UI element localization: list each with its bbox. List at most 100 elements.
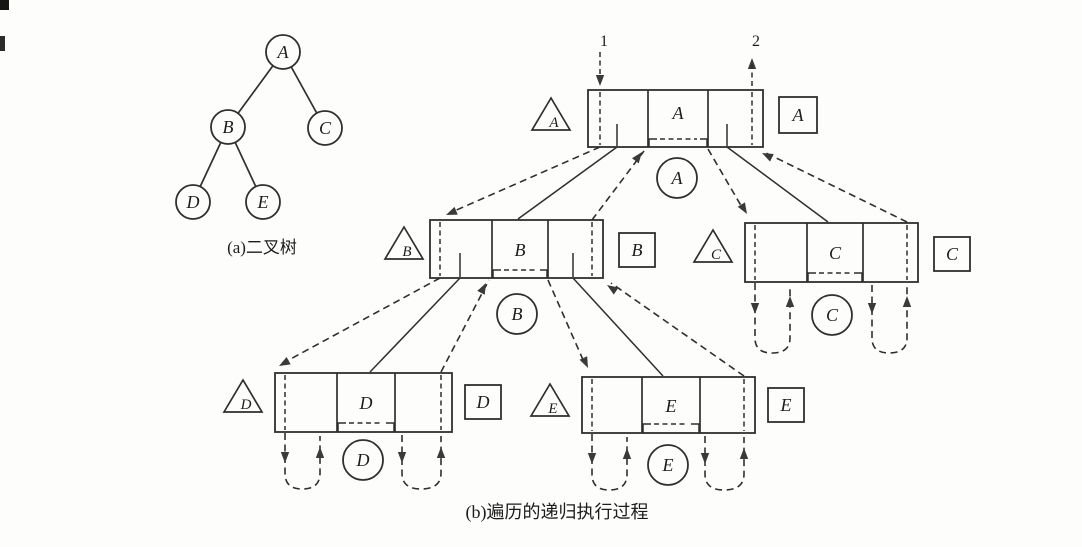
- tree-node-c-label: C: [319, 118, 332, 138]
- null-call-down-arrow-e-right: [700, 453, 710, 464]
- record-e-letter: E: [665, 396, 677, 416]
- circle-marker-c: [811, 294, 853, 336]
- null-return-up-arrow-c-left: [785, 296, 795, 307]
- record-e-left-hook: [642, 423, 651, 433]
- square-marker-a: [778, 96, 818, 134]
- record-a-right-hook: [700, 138, 708, 147]
- null-call-loop-d-left: [284, 433, 321, 490]
- triangle-marker-a: [530, 96, 572, 131]
- triangle-marker-c-label: C: [711, 247, 722, 263]
- null-call-down-arrow-e-left: [587, 453, 597, 464]
- tree-node-e: [245, 184, 281, 220]
- record-e-right-hook: [691, 423, 700, 433]
- null-call-down-arrow-d-right: [397, 452, 407, 463]
- null-call-loop-e-left: [591, 434, 628, 491]
- activation-record-b: B B B B: [383, 219, 656, 335]
- call-arrow-b-to-d: [284, 277, 441, 363]
- pointer-line-b-d: [369, 277, 461, 373]
- square-marker-d-label: D: [476, 392, 490, 412]
- caption-part-a: (a)二叉树: [227, 238, 297, 257]
- null-call-loop-e-right: [704, 436, 745, 491]
- null-call-down-arrow-c-left: [750, 303, 760, 314]
- null-return-up-arrow-d-right: [436, 447, 446, 458]
- circle-marker-d-label: D: [356, 450, 370, 470]
- record-b-box: [429, 219, 604, 279]
- tree-node-e-label: E: [257, 192, 269, 212]
- triangle-marker-b-label: B: [402, 244, 411, 260]
- tree-node-c: [307, 110, 343, 146]
- record-c-letter: C: [829, 243, 842, 263]
- scan-artifact: [0, 36, 5, 51]
- scan-artifact: [0, 0, 9, 10]
- entry-marker-label: 1: [600, 33, 608, 50]
- square-marker-b-label: B: [632, 240, 643, 260]
- exit-marker-label: 2: [752, 33, 760, 50]
- null-call-loop-c-left: [754, 283, 791, 354]
- caption-part-b: (b)遍历的递归执行过程: [466, 502, 649, 523]
- tree-node-b: [210, 109, 246, 145]
- pointer-line-a-c: [726, 146, 829, 223]
- triangle-marker-b: [383, 225, 425, 260]
- null-call-down-arrow-d-left: [280, 452, 290, 463]
- triangle-marker-e: [529, 382, 571, 417]
- circle-marker-e: [647, 444, 689, 486]
- tree-node-b-label: B: [223, 117, 234, 137]
- return-arrow-d-to-b: [440, 279, 490, 373]
- triangle-marker-e-label: E: [547, 401, 557, 417]
- call-arrowhead-a-to-b: [444, 206, 458, 219]
- activation-record-e: E E E E: [529, 376, 805, 491]
- square-marker-a-label: A: [792, 105, 805, 125]
- record-c-left-hook: [807, 272, 816, 282]
- entry-exit-arrows: 1 2: [595, 33, 760, 89]
- square-marker-b: [618, 232, 656, 268]
- record-b-right-hook: [540, 269, 548, 278]
- null-return-up-arrow-e-left: [622, 448, 632, 459]
- null-return-up-arrow-c-right: [902, 296, 912, 307]
- tree-node-d: [175, 184, 211, 220]
- circle-marker-d: [342, 439, 384, 481]
- pointer-line-b-e: [572, 277, 664, 377]
- record-b-left-hook: [492, 269, 501, 278]
- null-return-up-arrow-e-right: [739, 448, 749, 459]
- record-d-box: [274, 372, 453, 433]
- triangle-marker-a-label: A: [548, 115, 559, 131]
- null-call-loop-c-right: [871, 285, 908, 354]
- square-marker-e: [767, 387, 805, 423]
- record-a-left-hook: [648, 138, 657, 147]
- record-a-letter: A: [672, 103, 685, 123]
- call-arrow-a-to-b: [451, 146, 601, 213]
- return-arrowhead-d-to-b: [477, 281, 490, 295]
- record-a-box: [587, 89, 764, 148]
- activation-record-d: D D D D: [222, 372, 502, 490]
- null-call-down-arrow-c-right: [867, 303, 877, 314]
- record-b-letter: B: [515, 240, 526, 260]
- tree-node-a: [265, 34, 301, 70]
- record-d-left-hook: [337, 422, 346, 432]
- square-marker-c-label: C: [946, 244, 959, 264]
- null-call-loop-d-right: [401, 435, 442, 490]
- activation-record-a: A A A A: [530, 89, 818, 199]
- circle-marker-a: [656, 157, 698, 199]
- null-return-up-arrow-d-left: [315, 447, 325, 458]
- square-marker-d: [464, 384, 502, 420]
- call-arrowhead-b-to-e: [579, 356, 592, 370]
- square-marker-c: [933, 236, 971, 272]
- record-d-letter: D: [359, 393, 373, 413]
- record-c-right-hook: [854, 272, 863, 282]
- pointer-line-a-b: [517, 146, 618, 220]
- call-arrow-a-to-c: [707, 148, 744, 210]
- return-arrow-e-to-b: [610, 282, 745, 377]
- return-arrowhead-c-to-a: [760, 149, 774, 162]
- tree-node-d-label: D: [186, 192, 200, 212]
- return-arrow-c-to-a: [765, 152, 908, 223]
- circle-marker-b-label: B: [512, 304, 523, 324]
- triangle-marker-d-label: D: [240, 397, 252, 413]
- circle-marker-e-label: E: [662, 455, 674, 475]
- circle-marker-b: [496, 293, 538, 335]
- triangle-marker-d: [222, 378, 264, 413]
- triangle-marker-c: [692, 228, 734, 263]
- binary-tree: A B C D E (a)二叉树: [175, 34, 343, 257]
- record-c-box: [744, 222, 919, 283]
